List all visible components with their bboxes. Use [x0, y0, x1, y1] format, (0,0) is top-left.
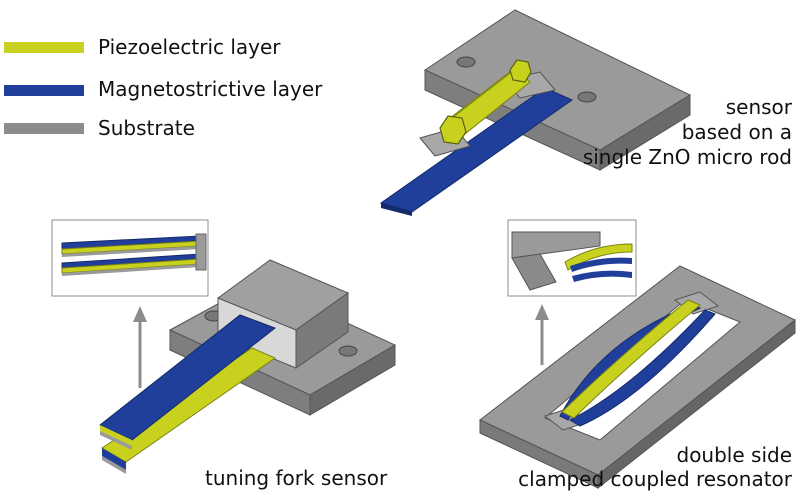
legend-label-magneto: Magnetostrictive layer — [98, 77, 323, 101]
fork-inset-clamp — [195, 233, 207, 271]
clamped-beam-blue-lower — [568, 309, 716, 427]
fork-inset — [51, 219, 209, 297]
fork-substrate-hole-right — [338, 345, 358, 357]
legend-swatch-magneto — [4, 85, 84, 96]
clamped-arrow — [535, 304, 549, 365]
clamped-resonator-illustration — [479, 265, 796, 490]
fork-tine-lower-grey-edge — [102, 456, 126, 474]
rod-substrate-hole-left — [456, 56, 476, 68]
clamped-inset-beam-blue-lower — [572, 270, 632, 282]
fork-substrate-right — [309, 344, 396, 416]
rod-piezo-end-front — [439, 115, 467, 145]
rod-substrate-hole-right — [577, 91, 597, 103]
caption-rod-line1: sensor — [725, 95, 792, 119]
fork-tine-upper-blue — [99, 314, 277, 441]
fork-clamp-right — [295, 292, 349, 369]
caption-fork: tuning fork sensor — [205, 466, 388, 490]
rod-magneto-strip-edge — [381, 203, 412, 216]
fork-sensor-illustration — [99, 259, 397, 474]
clamped-inset-beam-blue-upper — [570, 257, 632, 272]
clamped-inset-frame-left — [511, 253, 557, 291]
rod-sensor-illustration — [379, 9, 692, 216]
fork-tine-lower-blue-edge — [102, 448, 126, 470]
legend-label-piezo: Piezoelectric layer — [98, 35, 281, 59]
caption-clamped-line2: clamped coupled resonator — [518, 467, 792, 491]
fork-inset-strip-lower-grey — [62, 264, 200, 276]
caption-rod-line2: based on a — [681, 120, 792, 144]
rod-piezo-end-back — [509, 59, 532, 83]
rod-substrate-right — [599, 94, 691, 171]
fork-tine-upper-grey-edge — [100, 431, 132, 450]
caption-rod-line3: single ZnO micro rod — [582, 145, 792, 169]
clamped-beam-yellow — [561, 299, 701, 419]
clamped-inset-frame-top — [511, 231, 601, 259]
fork-arrow — [133, 306, 147, 388]
caption-clamped-line1: double side — [676, 443, 793, 467]
legend-swatch-piezo — [4, 42, 84, 53]
fork-tine-upper-yellow-edge — [100, 425, 132, 446]
fork-inset-strip-upper-grey — [62, 246, 200, 257]
clamped-inset — [507, 219, 637, 297]
clamped-frame-right — [597, 318, 796, 490]
legend-swatch-substrate — [4, 123, 84, 134]
legend-label-substrate: Substrate — [98, 116, 195, 140]
